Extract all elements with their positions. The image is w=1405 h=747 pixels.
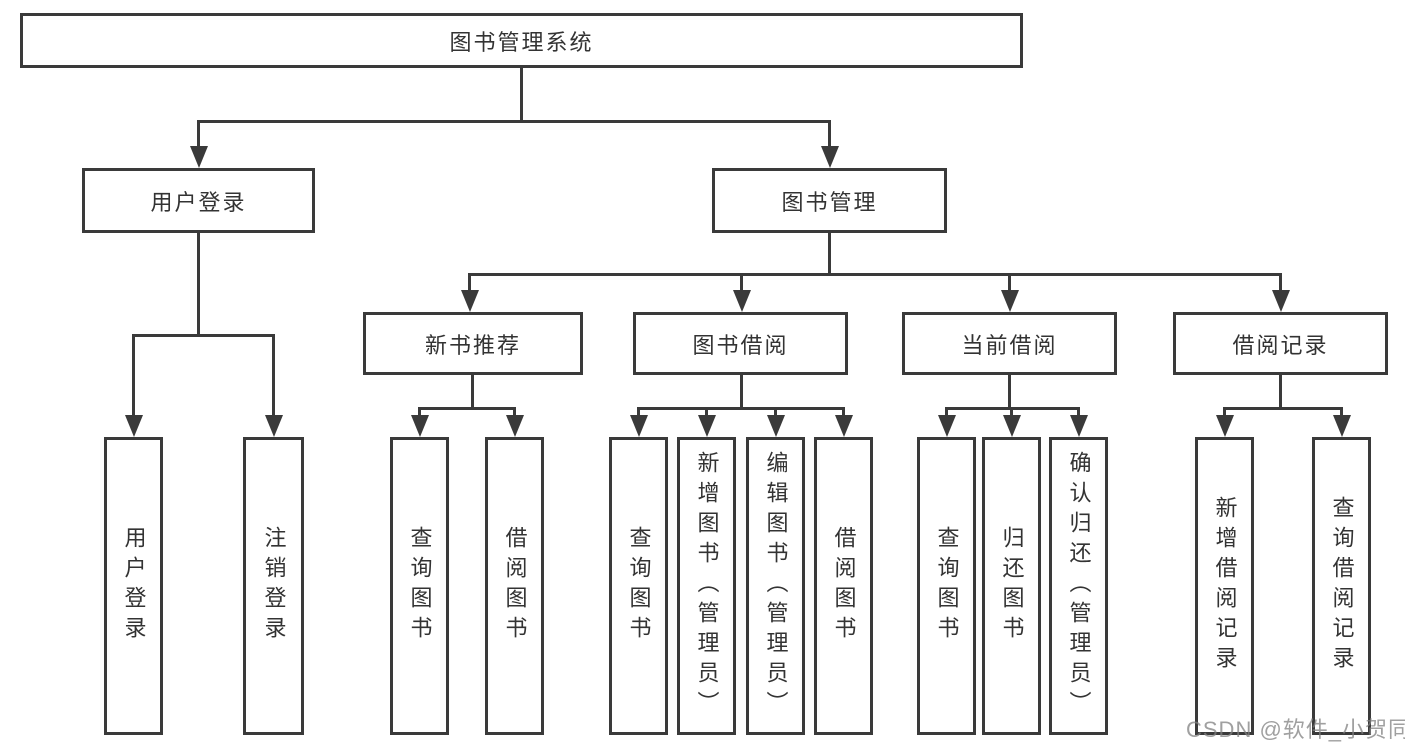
arrow-down-icon bbox=[835, 415, 853, 437]
node-book-management-label: 图书管理 bbox=[781, 189, 878, 215]
connector-line bbox=[945, 407, 948, 415]
arrow-down-icon bbox=[938, 415, 956, 437]
connector-line bbox=[1223, 407, 1226, 415]
arrow-down-icon bbox=[630, 415, 648, 437]
leaf-query-books-borrow-label: 查询图书 bbox=[626, 526, 652, 646]
arrow-down-icon bbox=[1070, 415, 1088, 437]
connector-line bbox=[1008, 273, 1011, 290]
leaf-query-books-recommend: 查询图书 bbox=[390, 437, 449, 735]
node-root-label: 图书管理系统 bbox=[449, 29, 594, 55]
leaf-return-books: 归还图书 bbox=[982, 437, 1041, 735]
watermark: CSDN @软件_小贺同学 bbox=[1186, 717, 1405, 742]
connector-line bbox=[418, 407, 421, 415]
connector-line bbox=[471, 373, 474, 407]
leaf-add-book-admin-label: 新增图书（管理员） bbox=[694, 451, 720, 721]
arrow-down-icon bbox=[265, 415, 283, 437]
connector-line bbox=[637, 407, 640, 415]
leaf-query-books-borrow: 查询图书 bbox=[609, 437, 668, 735]
leaf-query-borrow-record: 查询借阅记录 bbox=[1312, 437, 1371, 735]
node-root: 图书管理系统 bbox=[20, 13, 1023, 68]
arrow-down-icon bbox=[506, 415, 524, 437]
connector-line bbox=[197, 120, 200, 146]
arrow-down-icon bbox=[1003, 415, 1021, 437]
node-book-borrow-label: 图书借阅 bbox=[692, 332, 789, 358]
arrow-down-icon bbox=[1001, 290, 1019, 312]
leaf-confirm-return-admin: 确认归还（管理员） bbox=[1049, 437, 1108, 735]
arrow-down-icon bbox=[190, 146, 208, 168]
leaf-add-borrow-record: 新增借阅记录 bbox=[1195, 437, 1254, 735]
node-user-login: 用户登录 bbox=[82, 168, 315, 233]
connector-line bbox=[828, 120, 831, 146]
connector-line bbox=[1279, 273, 1282, 290]
node-borrow-records-label: 借阅记录 bbox=[1232, 332, 1329, 358]
arrow-down-icon bbox=[125, 415, 143, 437]
node-current-borrow: 当前借阅 bbox=[902, 312, 1117, 375]
arrow-down-icon bbox=[698, 415, 716, 437]
node-book-management: 图书管理 bbox=[712, 168, 947, 233]
leaf-logout-label: 注销登录 bbox=[261, 526, 287, 646]
arrow-down-icon bbox=[411, 415, 429, 437]
connector-line bbox=[1008, 373, 1011, 407]
connector-line bbox=[828, 231, 831, 273]
arrow-down-icon bbox=[1272, 290, 1290, 312]
connector-line bbox=[513, 407, 516, 415]
node-new-book-recommend: 新书推荐 bbox=[363, 312, 583, 375]
connector-line bbox=[272, 334, 275, 415]
node-current-borrow-label: 当前借阅 bbox=[961, 332, 1058, 358]
leaf-edit-book-admin-label: 编辑图书（管理员） bbox=[763, 451, 789, 721]
leaf-query-borrow-record-label: 查询借阅记录 bbox=[1329, 496, 1355, 676]
leaf-add-borrow-record-label: 新增借阅记录 bbox=[1212, 496, 1238, 676]
connector-line bbox=[705, 407, 708, 415]
leaf-borrow-books-label: 借阅图书 bbox=[831, 526, 857, 646]
connector-line bbox=[132, 334, 135, 415]
arrow-down-icon bbox=[821, 146, 839, 168]
leaf-query-books-current: 查询图书 bbox=[917, 437, 976, 735]
leaf-confirm-return-admin-label: 确认归还（管理员） bbox=[1066, 451, 1092, 721]
arrow-down-icon bbox=[1216, 415, 1234, 437]
connector-line bbox=[1010, 407, 1013, 415]
connector-line bbox=[637, 407, 845, 410]
arrow-down-icon bbox=[733, 290, 751, 312]
leaf-edit-book-admin: 编辑图书（管理员） bbox=[746, 437, 805, 735]
connector-line bbox=[842, 407, 845, 415]
connector-line bbox=[1279, 373, 1282, 407]
leaf-user-login: 用户登录 bbox=[104, 437, 163, 735]
leaf-add-book-admin: 新增图书（管理员） bbox=[677, 437, 736, 735]
leaf-logout: 注销登录 bbox=[243, 437, 304, 735]
leaf-borrow-books: 借阅图书 bbox=[814, 437, 873, 735]
leaf-borrow-books-recommend-label: 借阅图书 bbox=[502, 526, 528, 646]
connector-line bbox=[740, 273, 743, 290]
connector-line bbox=[774, 407, 777, 415]
connector-line bbox=[1223, 407, 1343, 410]
leaf-return-books-label: 归还图书 bbox=[999, 526, 1025, 646]
connector-line bbox=[418, 407, 516, 410]
node-new-book-recommend-label: 新书推荐 bbox=[424, 332, 521, 358]
connector-line bbox=[1340, 407, 1343, 415]
connector-line bbox=[197, 231, 200, 334]
connector-line bbox=[468, 273, 1282, 276]
node-book-borrow: 图书借阅 bbox=[633, 312, 848, 375]
connector-line bbox=[468, 273, 471, 290]
connector-line bbox=[132, 334, 275, 337]
leaf-borrow-books-recommend: 借阅图书 bbox=[485, 437, 544, 735]
connector-line bbox=[197, 120, 831, 123]
node-user-login-label: 用户登录 bbox=[150, 189, 247, 215]
connector-line bbox=[520, 66, 523, 120]
node-borrow-records: 借阅记录 bbox=[1173, 312, 1388, 375]
arrow-down-icon bbox=[1333, 415, 1351, 437]
leaf-query-books-current-label: 查询图书 bbox=[934, 526, 960, 646]
connector-line bbox=[740, 373, 743, 407]
arrow-down-icon bbox=[461, 290, 479, 312]
leaf-user-login-label: 用户登录 bbox=[121, 526, 147, 646]
leaf-query-books-recommend-label: 查询图书 bbox=[407, 526, 433, 646]
connector-line bbox=[1077, 407, 1080, 415]
arrow-down-icon bbox=[767, 415, 785, 437]
